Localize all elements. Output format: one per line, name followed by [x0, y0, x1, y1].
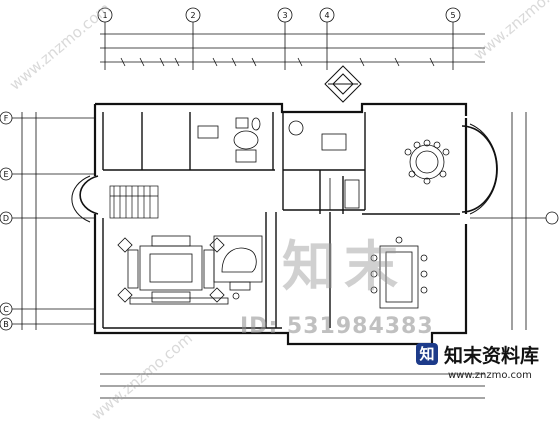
- brand-url: www.znzmo.com: [448, 370, 532, 381]
- long-table: [370, 236, 428, 309]
- piano: [213, 235, 263, 300]
- grid-label-left-d: D: [3, 214, 9, 223]
- entrance-diamond: [324, 65, 362, 103]
- grid-label-left-b: B: [3, 320, 9, 329]
- grid-bubbles: [0, 7, 559, 331]
- brand-watermark: 知 知末资料库 www.znzmo.com: [416, 341, 556, 387]
- bathroom-fixtures: [197, 117, 261, 163]
- kitchen-fixtures: [288, 120, 360, 210]
- grid-label-top-4: 4: [324, 11, 329, 20]
- inner-walls: [102, 112, 460, 329]
- grid-label-top-5: 5: [450, 11, 455, 20]
- living-furniture: [117, 235, 229, 305]
- grid-label-left-c: C: [3, 305, 9, 314]
- dim-ticks: [120, 57, 435, 67]
- grid-label-top-3: 3: [282, 11, 287, 20]
- grid-label-top-2: 2: [190, 11, 195, 20]
- brand-name: 知末资料库: [444, 345, 540, 367]
- brand-logo-icon: 知: [416, 343, 438, 365]
- grid-label-left-e: E: [3, 170, 8, 179]
- round-table: [404, 139, 450, 185]
- outer-walls: [93, 102, 468, 346]
- grid-label-top-1: 1: [102, 11, 107, 20]
- bay-window-right: [461, 125, 498, 213]
- staircase: [109, 185, 159, 219]
- grid-label-left-f: F: [4, 114, 9, 123]
- bay-window-left: [79, 175, 99, 215]
